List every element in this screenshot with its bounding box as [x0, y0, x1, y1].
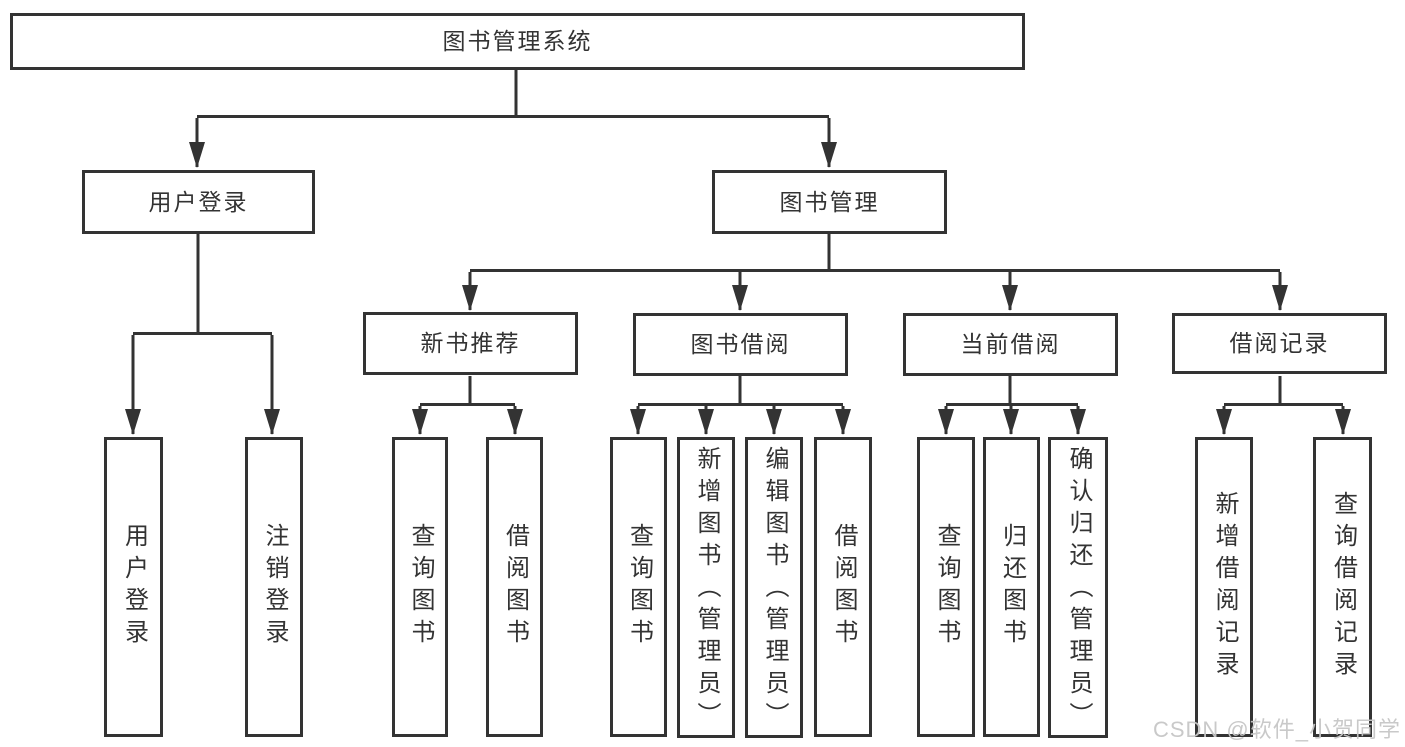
node-recommend-borrow-books: 借阅图书	[486, 437, 543, 737]
node-confirm-return-admin: 确认归还（管理员）	[1048, 437, 1108, 738]
node-return-books: 归还图书	[983, 437, 1040, 737]
node-current-query-books: 查询图书	[917, 437, 975, 737]
node-add-books-admin: 新增图书（管理员）	[677, 437, 735, 738]
node-book-borrowing: 图书借阅	[633, 313, 848, 376]
node-query-borrow-record: 查询借阅记录	[1313, 437, 1372, 737]
node-logout: 注销登录	[245, 437, 303, 737]
node-edit-books-admin: 编辑图书（管理员）	[745, 437, 803, 738]
node-user-login-group: 用户登录	[82, 170, 315, 234]
node-library-system: 图书管理系统	[10, 13, 1025, 70]
node-borrow-records: 借阅记录	[1172, 313, 1387, 374]
node-book-management: 图书管理	[712, 170, 947, 234]
csdn-watermark: CSDN @软件_小贺同学	[1152, 717, 1401, 742]
node-recommend-query-books: 查询图书	[392, 437, 448, 737]
node-new-book-recommend: 新书推荐	[363, 312, 578, 375]
node-borrowing-query-books: 查询图书	[610, 437, 667, 737]
node-user-login: 用户登录	[104, 437, 163, 737]
node-borrowing-borrow-books: 借阅图书	[814, 437, 872, 737]
node-current-borrowing: 当前借阅	[903, 313, 1118, 376]
node-add-borrow-record: 新增借阅记录	[1195, 437, 1253, 737]
